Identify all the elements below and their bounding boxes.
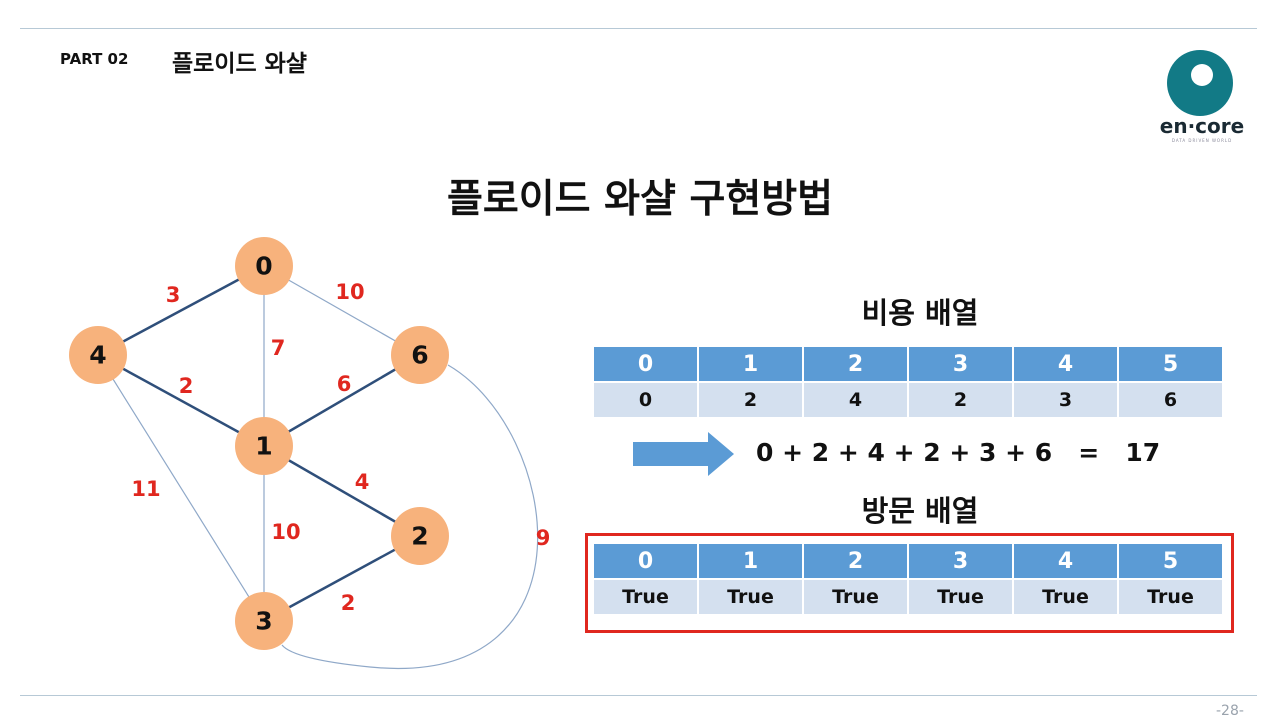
bottom-rule xyxy=(20,695,1257,696)
visit-array-title: 방문 배열 xyxy=(861,494,979,528)
cost-array-value-cell: 0 xyxy=(594,383,697,417)
edge-weight-label: 7 xyxy=(271,336,286,360)
graph-node-label: 6 xyxy=(411,341,428,370)
edge-weight-label: 11 xyxy=(131,477,160,501)
graph-node-4 xyxy=(69,326,127,384)
visit-array-index-cell: 3 xyxy=(909,544,1012,578)
page-number: -28- xyxy=(1216,703,1244,719)
graph-node-label: 1 xyxy=(255,432,272,461)
visit-array-value-cell: True xyxy=(909,580,1012,614)
main-title: 플로이드 와샬 구현방법 xyxy=(447,177,833,222)
logo-circle-icon xyxy=(1167,50,1233,116)
logo-text: en·core xyxy=(1159,114,1245,138)
equation-expression: 0 + 2 + 4 + 2 + 3 + 6 xyxy=(756,438,1053,467)
edge-4-0 xyxy=(97,264,265,357)
edge-4-3 xyxy=(97,354,265,622)
cost-array-value-cell: 3 xyxy=(1014,383,1117,417)
cost-array-value-cell: 2 xyxy=(699,383,802,417)
section-title: 플로이드 와샬 xyxy=(172,51,307,77)
edge-3-2 xyxy=(263,534,421,623)
edge-0-6 xyxy=(263,265,421,356)
edge-weight-label: 4 xyxy=(355,470,370,494)
visit-array-value-cell: True xyxy=(1119,580,1222,614)
edge-weight-label: 2 xyxy=(341,591,356,615)
edge-weight-label: 6 xyxy=(337,372,352,396)
visit-array-index-cell: 2 xyxy=(804,544,907,578)
graph-node-6 xyxy=(391,326,449,384)
cost-array-index-cell: 3 xyxy=(909,347,1012,381)
graph-node-label: 4 xyxy=(89,341,106,370)
edge-weight-label: 3 xyxy=(166,283,181,307)
cost-array-index-cell: 1 xyxy=(699,347,802,381)
equation-result: 17 xyxy=(1125,438,1161,467)
visit-array-value-cell: True xyxy=(1014,580,1117,614)
visit-array-value-cell: True xyxy=(804,580,907,614)
visit-array-index-cell: 1 xyxy=(699,544,802,578)
graph-node-label: 0 xyxy=(255,252,272,281)
right-arrow-icon xyxy=(633,432,734,476)
cost-array-value-cell: 6 xyxy=(1119,383,1222,417)
edge-1-6 xyxy=(263,353,421,448)
graph-node-label: 3 xyxy=(255,607,272,636)
visit-array-index-cell: 5 xyxy=(1119,544,1222,578)
edge-weight-label: 9 xyxy=(536,526,551,550)
cost-array-index-cell: 4 xyxy=(1014,347,1117,381)
cost-array-title: 비용 배열 xyxy=(861,296,979,330)
visit-array-index-cell: 0 xyxy=(594,544,697,578)
logo-subtext: DATA DRIVEN WORLD xyxy=(1171,138,1233,143)
part-label: PART 02 xyxy=(60,50,129,68)
edge-weight-label: 10 xyxy=(271,520,300,544)
edge-4-1 xyxy=(97,353,265,448)
cost-array-index-cell: 5 xyxy=(1119,347,1222,381)
edge-1-2 xyxy=(263,444,421,538)
visit-array-value-cell: True xyxy=(594,580,697,614)
graph-node-label: 2 xyxy=(411,522,428,551)
top-rule xyxy=(20,28,1257,29)
cost-array-index-cell: 0 xyxy=(594,347,697,381)
edge-weight-label: 2 xyxy=(179,374,194,398)
visit-array-value-cell: True xyxy=(699,580,802,614)
cost-array-index-cell: 2 xyxy=(804,347,907,381)
weighted-graph-diagram: 3 10 7 2 6 4 11 10 2 9 0 4 6 1 2 3 xyxy=(69,237,551,670)
cost-array-value-cell: 4 xyxy=(804,383,907,417)
equation-equals: = xyxy=(1078,438,1100,467)
edge-weight-label: 10 xyxy=(335,280,364,304)
graph-node-1 xyxy=(235,417,293,475)
sum-equation: 0 + 2 + 4 + 2 + 3 + 6 = 17 xyxy=(756,438,1160,467)
visit-array-highlight-box xyxy=(585,533,1234,633)
edge-6-3 xyxy=(281,364,539,670)
graph-node-2 xyxy=(391,507,449,565)
cost-array-value-cell: 2 xyxy=(909,383,1012,417)
graph-node-3 xyxy=(235,592,293,650)
encore-logo: en·core DATA DRIVEN WORLD xyxy=(1154,50,1250,143)
visit-array-index-cell: 4 xyxy=(1014,544,1117,578)
graph-node-0 xyxy=(235,237,293,295)
